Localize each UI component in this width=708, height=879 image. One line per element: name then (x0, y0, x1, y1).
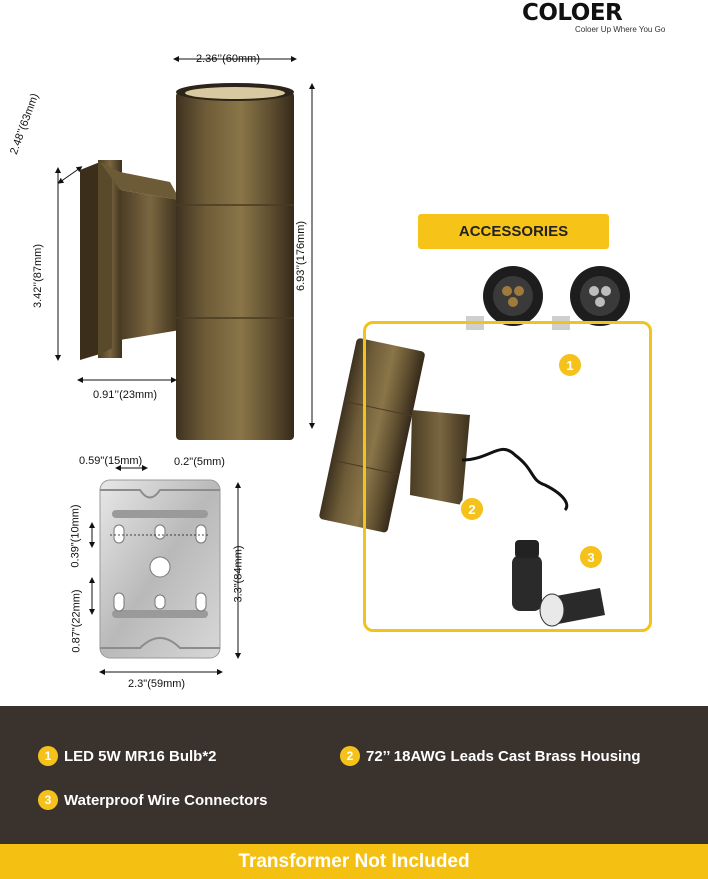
feature-2-number: 2 (340, 746, 360, 766)
feature-3: 3 Waterproof Wire Connectors (38, 790, 268, 810)
feature-3-number: 3 (38, 790, 58, 810)
feature-1-number: 1 (38, 746, 58, 766)
dim-plate-offset: 0.91’’(23mm) (93, 389, 157, 401)
accessory-badge-2: 2 (459, 496, 485, 522)
accessories-frame (363, 321, 652, 632)
mounting-bracket (99, 479, 221, 659)
wall-plate (80, 160, 180, 360)
dim-slot-width: 0.59"(15mm) (79, 455, 143, 467)
feature-2: 2 72’’ 18AWG Leads Cast Brass Housing (340, 746, 641, 766)
feature-1: 1 LED 5W MR16 Bulb*2 (38, 746, 217, 766)
dim-slot-spacing: 0.39"(10mm) (69, 504, 82, 568)
dim-hole-size: 0.2"(5mm) (174, 456, 225, 468)
dim-width: 2.36’’(60mm) (196, 53, 260, 65)
footer-notice: Transformer Not Included (0, 844, 708, 879)
dim-bracket-height: 3.3"(84mm) (232, 545, 245, 603)
fixture-with-leads (319, 338, 569, 533)
feature-1-text: LED 5W MR16 Bulb*2 (64, 747, 217, 765)
cylinder-housing (176, 83, 294, 440)
dim-plate-height: 3.42’’(87mm) (32, 244, 44, 308)
brand-logo: COLOER Coloer Up Where You Go (522, 0, 682, 40)
accessory-badge-3: 3 (578, 544, 604, 570)
dim-bracket-width: 2.3"(59mm) (128, 678, 186, 690)
product-illustration (55, 56, 630, 675)
bulb-1 (466, 266, 543, 330)
brand-tagline: Coloer Up Where You Go (575, 25, 666, 34)
accessories-title: ACCESSORIES (418, 214, 609, 249)
feature-3-text: Waterproof Wire Connectors (64, 791, 268, 809)
features-band (0, 706, 708, 844)
dim-height: 6.93’’(176mm) (295, 220, 308, 292)
dim-slot-length: 0.87"(22mm) (70, 589, 83, 653)
brand-name: COLOER (522, 0, 623, 26)
wire-connectors (512, 540, 605, 627)
feature-2-text: 72’’ 18AWG Leads Cast Brass Housing (366, 747, 641, 765)
bulb-2 (552, 266, 630, 330)
accessory-badge-1: 1 (557, 352, 583, 378)
